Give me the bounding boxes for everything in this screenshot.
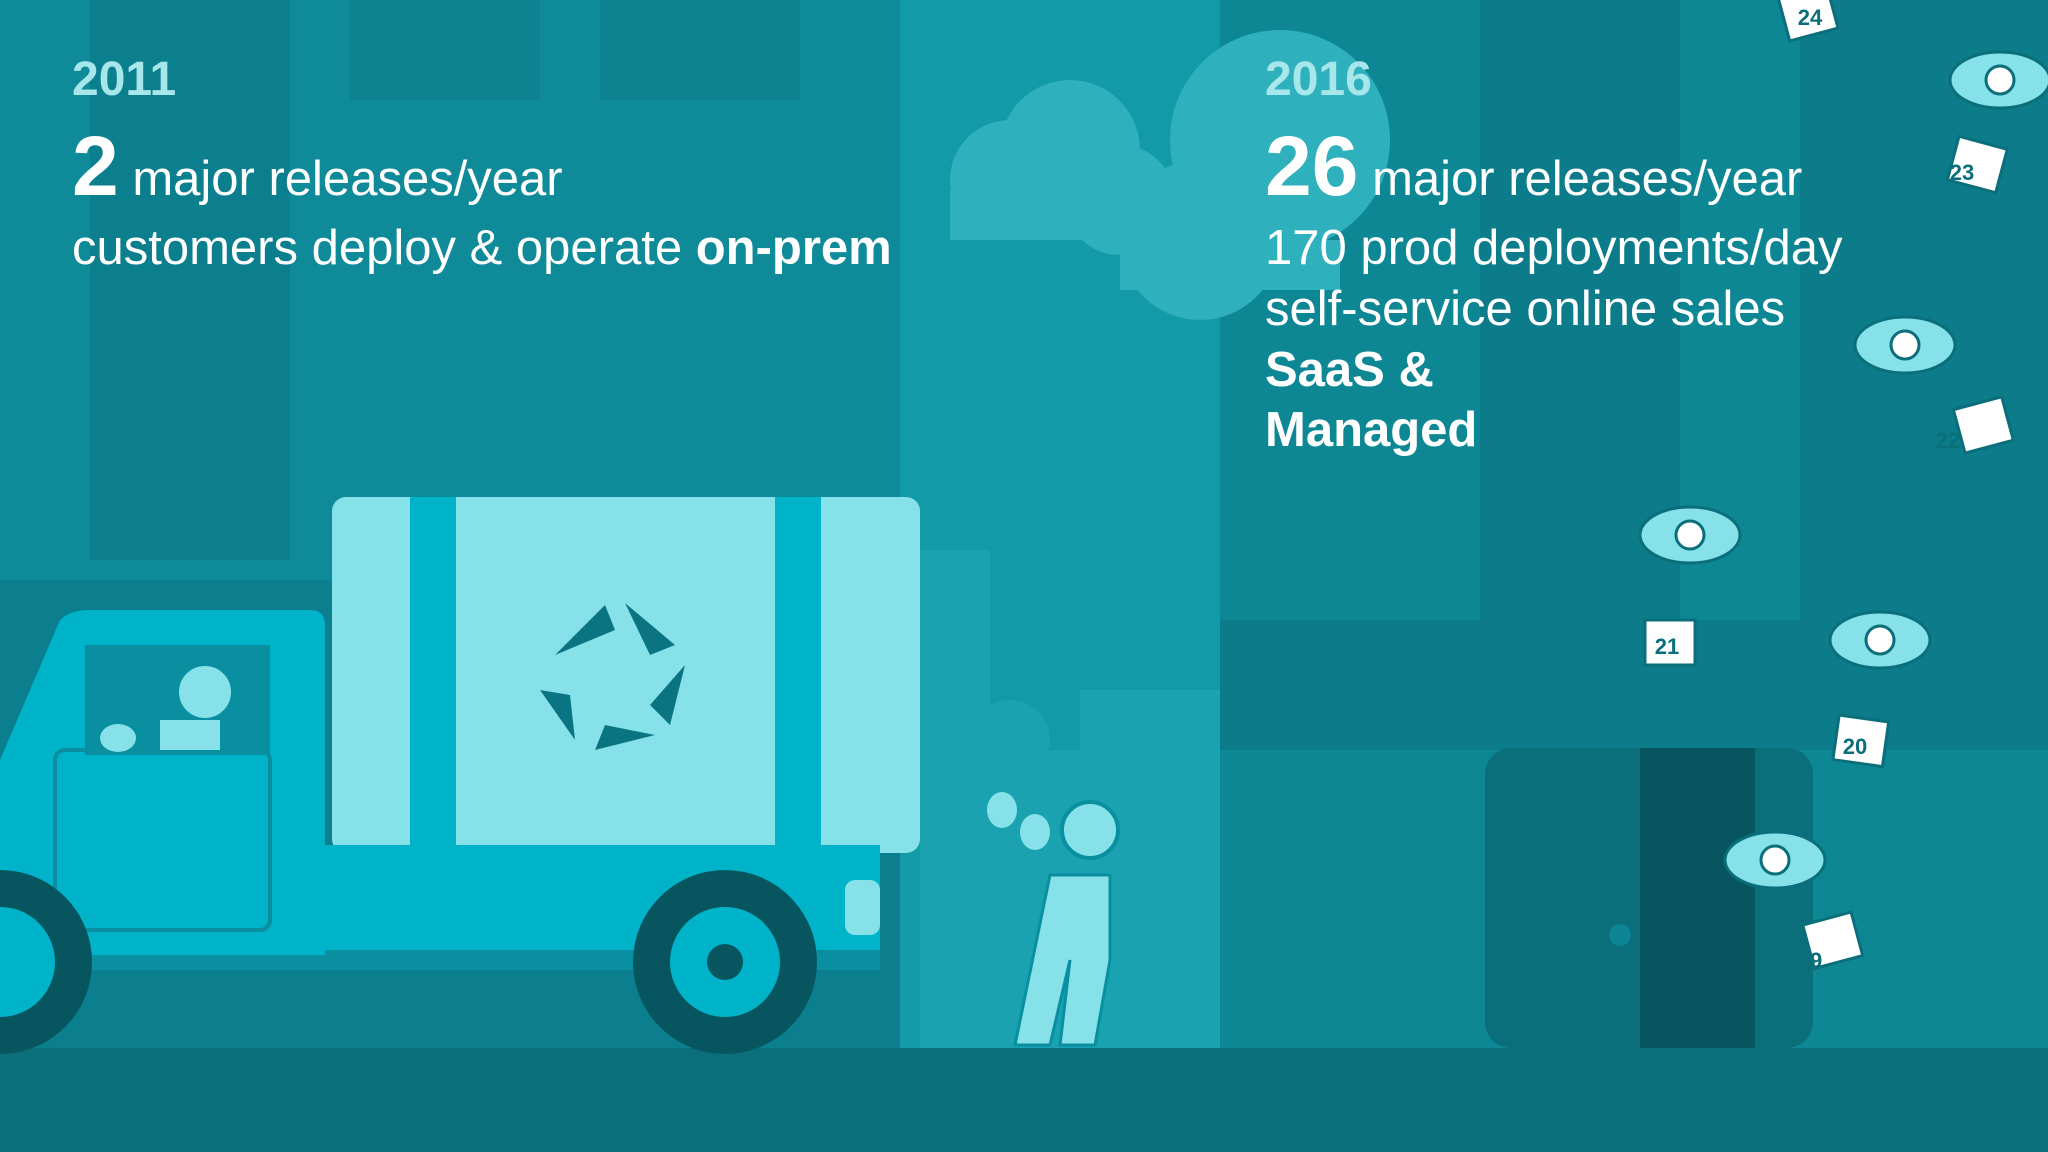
ground <box>0 1048 2048 1152</box>
truck-wheel-front <box>0 870 92 1054</box>
left-releases-number: 2 <box>72 119 119 213</box>
worker-figure <box>987 792 1120 1047</box>
left-releases-text: major releases/year <box>132 152 563 206</box>
drone-label-23: 23 <box>1950 160 1974 185</box>
left-deploy-line: customers deploy & operate on-prem <box>72 218 892 279</box>
drone-label-21: 21 <box>1655 634 1679 659</box>
right-deployments-line: 170 prod deployments/day <box>1265 221 1843 276</box>
drone-label-22: 22 <box>1936 428 1960 453</box>
door <box>1485 748 1813 1048</box>
drone-label-20: 20 <box>1843 734 1867 759</box>
truck-driver <box>100 662 235 752</box>
drone-label-19: 19 <box>1798 948 1822 973</box>
cloud-shapes <box>950 30 1390 320</box>
left-releases-line: 2 major releases/year <box>72 114 892 218</box>
right-model-line-1: SaaS & <box>1265 342 1434 397</box>
right-releases-text: major releases/year <box>1372 152 1803 206</box>
drone-labels: 24 23 22 21 20 19 <box>1655 5 1974 973</box>
drone-23 <box>1945 50 2048 195</box>
left-year: 2011 <box>72 53 177 106</box>
drone-group <box>1638 0 2048 971</box>
right-sales-line: self-service online sales <box>1265 281 1786 336</box>
truck-logo-icon <box>540 603 685 750</box>
left-deploy-emphasis: on-prem <box>695 221 892 276</box>
right-releases-number: 26 <box>1265 119 1359 213</box>
right-year: 2016 <box>1265 53 1372 106</box>
drone-24 <box>1774 0 1840 43</box>
drone-label-24: 24 <box>1798 5 1823 30</box>
drone-20 <box>1828 610 1932 769</box>
left-deploy-text: customers deploy & operate <box>72 221 683 276</box>
truck-wheel-rear <box>633 870 817 1054</box>
drone-19 <box>1723 830 1865 971</box>
left-text-block: 2011 2 major releases/year customers dep… <box>72 56 892 279</box>
center-buildings <box>920 550 1220 1050</box>
right-model-line-2: Managed <box>1265 403 1478 458</box>
right-releases-line: 26 major releases/year <box>1265 114 1843 218</box>
delivery-truck <box>0 497 920 1054</box>
drone-21 <box>1638 505 1742 667</box>
drone-22 <box>1853 315 2016 455</box>
right-text-block: 2016 26 major releases/year 170 prod dep… <box>1265 56 1843 461</box>
